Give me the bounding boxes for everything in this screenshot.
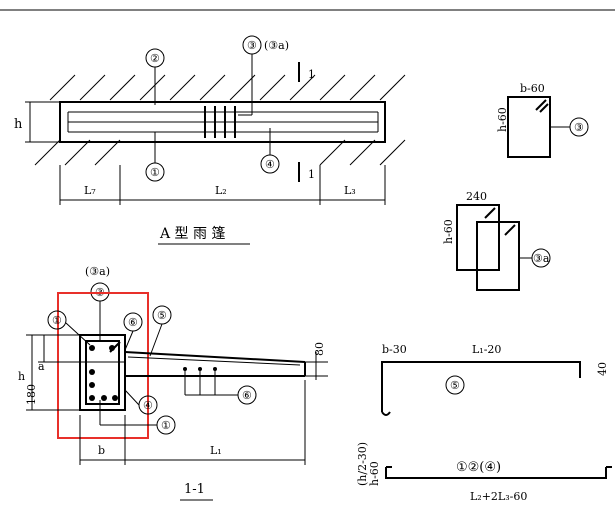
stirrup-3-callout: ③ bbox=[574, 121, 584, 134]
stirrup-3-width: b-60 bbox=[520, 82, 545, 95]
main-bar-height: (h/2-30) bbox=[356, 442, 369, 486]
main-bar-callouts: ①②(④) bbox=[456, 460, 501, 475]
plan-callout-3: ③ bbox=[247, 39, 257, 52]
dim-a: a bbox=[38, 360, 45, 373]
stirrup-3a-callout: ③a bbox=[533, 252, 550, 265]
dim-80: 80 bbox=[313, 342, 326, 356]
dim-l1: L₁ bbox=[210, 444, 222, 457]
stirrup-3a-height: h-60 bbox=[442, 219, 455, 244]
section-1-1: (③a) ③ ① ⑥ bbox=[18, 265, 328, 501]
main-bar-length: L₂+2L₃-60 bbox=[470, 490, 527, 503]
section-callout-1b: ① bbox=[161, 419, 171, 432]
plan-callout-2: ② bbox=[150, 52, 160, 65]
section-callout-6b: ⑥ bbox=[242, 389, 252, 402]
section-title: 1-1 bbox=[184, 482, 205, 497]
section-mark-bottom: 1 bbox=[308, 168, 315, 181]
dim-l7: L₇ bbox=[84, 184, 96, 197]
main-bar-height-2: h-60 bbox=[368, 461, 381, 486]
bar-5-end: 40 bbox=[596, 362, 609, 376]
dim-180: 180 bbox=[25, 384, 38, 405]
section-callout-4: ④ bbox=[143, 399, 153, 412]
section-callout-6a: ⑥ bbox=[128, 316, 138, 329]
bar-5-detail: b-30 L₁-20 40 ⑤ bbox=[381, 343, 609, 416]
bar-5-callout: ⑤ bbox=[450, 379, 460, 392]
highlight-box bbox=[57, 292, 149, 439]
dim-l3: L₃ bbox=[344, 184, 356, 197]
section-callout-3a: (③a) bbox=[85, 265, 110, 278]
main-bar-detail: (h/2-30) h-60 ①②(④) L₂+2L₃-60 bbox=[356, 442, 612, 503]
bar-5-hook: b-30 bbox=[382, 343, 407, 356]
plan-view: h ② ① ③ (③a) ④ 1 1 L₇ L₂ L₃ A 型 雨 篷 bbox=[14, 35, 406, 245]
bar-5-length: L₁-20 bbox=[472, 343, 501, 356]
section-mark-top: 1 bbox=[308, 68, 315, 81]
dim-h-plan: h bbox=[14, 117, 23, 132]
dim-l2: L₂ bbox=[215, 184, 227, 197]
stirrup-3-detail: b-60 h-60 ③ bbox=[496, 82, 589, 158]
plan-callout-4: ④ bbox=[265, 158, 275, 171]
dim-h-section: h bbox=[18, 370, 25, 383]
stirrup-3a-width: 240 bbox=[466, 190, 487, 203]
plan-title: A 型 雨 篷 bbox=[159, 226, 225, 242]
plan-callout-1: ① bbox=[150, 166, 160, 179]
stirrup-3-height: h-60 bbox=[496, 107, 509, 132]
dim-b: b bbox=[98, 444, 105, 457]
plan-callout-3a: (③a) bbox=[264, 39, 289, 52]
wall-hatching-bottom bbox=[34, 139, 406, 166]
section-callout-5: ⑤ bbox=[157, 309, 167, 322]
stirrup-3a-detail: 240 h-60 ③a bbox=[442, 190, 551, 291]
wall-hatching-top bbox=[49, 74, 406, 101]
beam-outline bbox=[59, 101, 386, 143]
section-callout-1a: ① bbox=[52, 314, 62, 327]
